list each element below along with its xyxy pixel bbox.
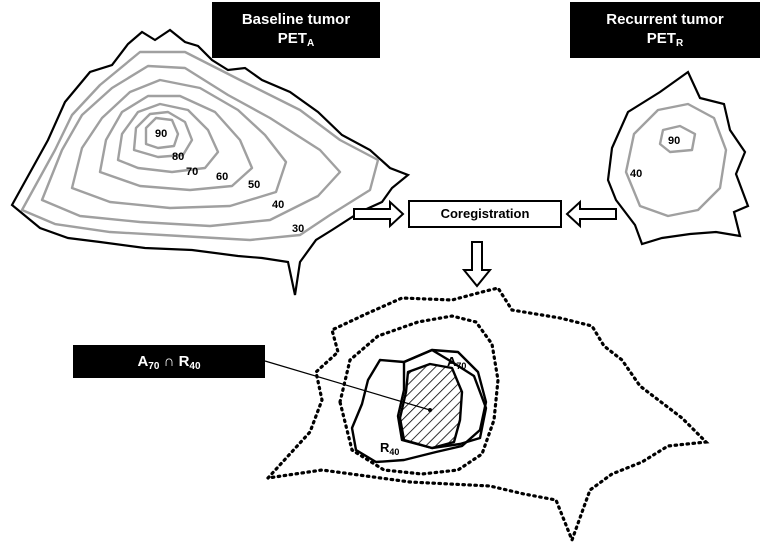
recurrent-tumor-outline — [606, 70, 750, 246]
recurrent-title: Recurrent tumor — [606, 11, 724, 28]
baseline-label-90: 90 — [155, 128, 167, 140]
baseline-label-60: 60 — [216, 171, 228, 183]
baseline-contour-30 — [20, 50, 380, 242]
recurrent-contour-90 — [658, 124, 697, 154]
intersection-leader-line — [264, 360, 431, 411]
recurrent-pet: PETR — [646, 30, 684, 49]
baseline-contour-50 — [70, 78, 288, 210]
overlay-r40-label: R40 — [380, 440, 399, 457]
baseline-label-70: 70 — [186, 166, 198, 178]
recurrent-contour-40 — [624, 102, 728, 218]
recurrent-label-90: 90 — [668, 135, 680, 147]
intersection-hatched-region — [398, 362, 464, 450]
baseline-contour-70 — [116, 102, 220, 174]
baseline-label-50: 50 — [248, 179, 260, 191]
recurrent-tumor-label: Recurrent tumor PETR — [570, 2, 760, 58]
baseline-contour-80 — [132, 110, 194, 159]
arrow-down-icon — [461, 241, 493, 288]
coregistration-box: Coregistration — [408, 200, 562, 228]
overlay-recurrent-dotted-outline — [338, 314, 500, 476]
baseline-label-40: 40 — [272, 199, 284, 211]
baseline-tumor-label: Baseline tumor PETA — [212, 2, 380, 58]
intersection-label: A70 ∩ R40 — [73, 345, 265, 378]
baseline-label-30: 30 — [292, 223, 304, 235]
baseline-contour-90 — [144, 116, 180, 150]
baseline-contour-40 — [40, 64, 342, 228]
arrow-right-icon — [353, 199, 405, 229]
baseline-title: Baseline tumor — [241, 11, 351, 28]
arrow-left-icon — [565, 199, 617, 229]
recurrent-label-40: 40 — [630, 168, 642, 180]
baseline-label-80: 80 — [172, 151, 184, 163]
overlay-baseline-dotted-outline — [263, 286, 710, 545]
baseline-pet: PETA — [277, 30, 315, 49]
leader-dot — [428, 408, 432, 412]
a70-contour-outline — [396, 348, 488, 450]
baseline-contour-60 — [98, 94, 254, 192]
overlay-a70-label: A70 — [447, 354, 466, 371]
